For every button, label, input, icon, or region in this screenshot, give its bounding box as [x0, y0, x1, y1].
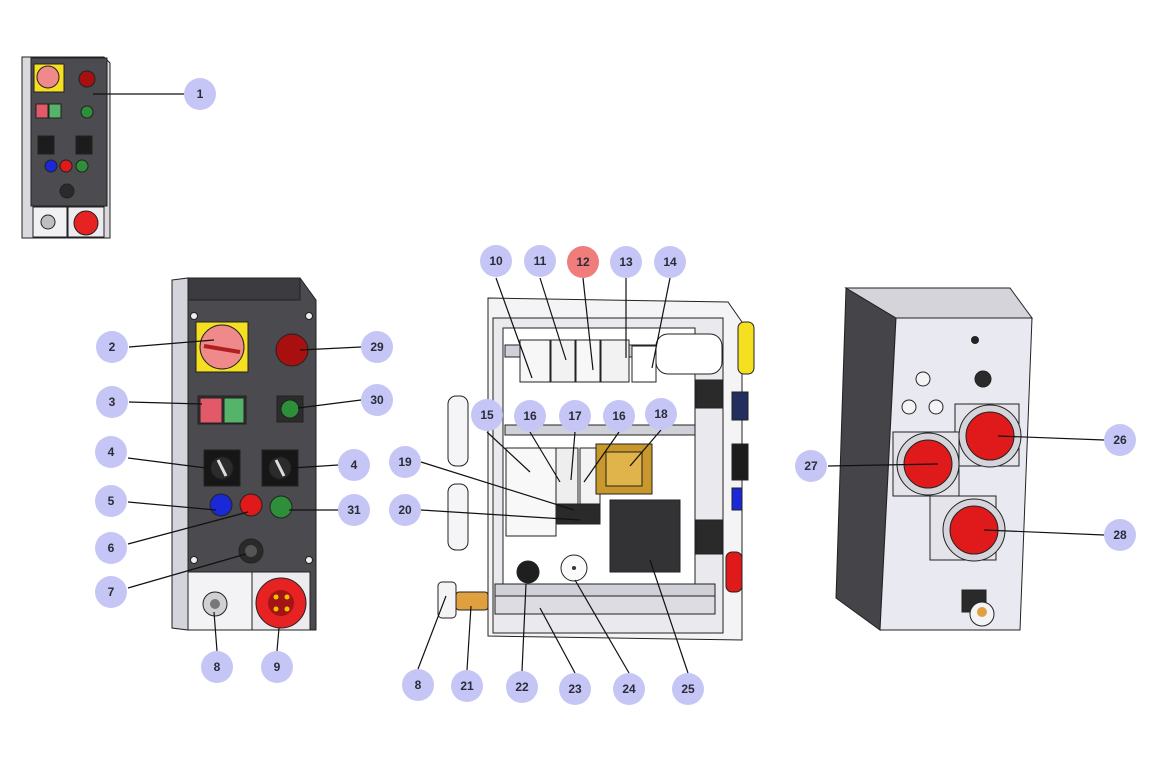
callout-20-label: 20 — [398, 503, 412, 517]
callout-29-label: 29 — [370, 340, 384, 354]
callout-16-left-label: 16 — [523, 409, 537, 423]
callout-15: 15 — [471, 399, 503, 431]
rear-socket-26 — [965, 411, 1015, 461]
callout-19: 19 — [389, 446, 421, 478]
callout-25: 25 — [672, 673, 704, 705]
callout-13-label: 13 — [619, 255, 633, 269]
contactor-15 — [505, 447, 557, 537]
rear-panel-view — [835, 287, 1033, 631]
power-supply-block — [609, 499, 681, 573]
leader-lines — [93, 93, 1105, 674]
callout-11-label: 11 — [534, 254, 547, 268]
callout-27-label: 27 — [804, 459, 818, 473]
callout-5-label: 5 — [108, 494, 115, 508]
callout-12-label: 12 — [576, 255, 590, 269]
blue-push-button — [209, 493, 233, 517]
callout-10: 10 — [480, 245, 512, 277]
callout-22: 22 — [506, 671, 538, 703]
callout-2-label: 2 — [109, 340, 116, 354]
bottom-rail — [494, 595, 716, 615]
callout-24-label: 24 — [622, 682, 636, 696]
callout-9: 9 — [261, 651, 293, 683]
callout-13: 13 — [610, 246, 642, 278]
callout-4-left: 4 — [95, 436, 127, 468]
callout-16-right-label: 16 — [612, 409, 626, 423]
callout-7-label: 7 — [108, 585, 115, 599]
callout-16-left: 16 — [514, 400, 546, 432]
callout-11: 11 — [524, 245, 556, 277]
green-indicator-lamp — [280, 399, 300, 419]
callout-4-right-label: 4 — [351, 458, 358, 472]
callout-16-right: 16 — [603, 400, 635, 432]
callout-19-label: 19 — [398, 455, 412, 469]
callout-24: 24 — [613, 673, 645, 705]
callout-5: 5 — [95, 485, 127, 517]
stop-button-pad — [199, 397, 223, 424]
selector-switch-left — [203, 449, 241, 487]
callout-14-label: 14 — [663, 255, 677, 269]
callout-26: 26 — [1104, 424, 1136, 456]
circuit-breaker-10 — [519, 339, 551, 383]
callout-23: 23 — [559, 673, 591, 705]
callout-18-label: 18 — [654, 407, 668, 421]
circuit-breaker-14 — [631, 345, 657, 383]
red-push-button — [239, 493, 263, 517]
callout-2: 2 — [96, 331, 128, 363]
front-panel-view — [171, 277, 317, 631]
callout-4-left-label: 4 — [108, 445, 115, 459]
callout-28-label: 28 — [1113, 528, 1127, 542]
callout-21-label: 21 — [460, 679, 474, 693]
callout-6: 6 — [95, 532, 127, 564]
callout-1: 1 — [184, 78, 216, 110]
callout-29: 29 — [361, 331, 393, 363]
callout-3-label: 3 — [109, 395, 116, 409]
callout-6-label: 6 — [108, 541, 115, 555]
callout-22-label: 22 — [515, 680, 529, 694]
callout-15-label: 15 — [480, 408, 494, 422]
callout-28: 28 — [1104, 519, 1136, 551]
callout-31-label: 31 — [347, 503, 361, 517]
overview-red-lamp — [78, 70, 96, 88]
callout-8-interior: 8 — [402, 669, 434, 701]
callout-9-label: 9 — [274, 660, 281, 674]
circuit-breaker-13 — [600, 339, 630, 383]
interior-view — [437, 297, 755, 641]
callout-1-label: 1 — [197, 87, 204, 101]
overview-panel — [21, 56, 111, 239]
callout-8-front-label: 8 — [214, 660, 221, 674]
callout-25-label: 25 — [681, 682, 695, 696]
green-push-button — [269, 495, 293, 519]
callout-10-label: 10 — [489, 254, 503, 268]
callout-31: 31 — [338, 494, 370, 526]
callout-7: 7 — [95, 576, 127, 608]
callout-4-right: 4 — [338, 449, 370, 481]
circuit-breaker-11 — [550, 339, 576, 383]
callout-8-front: 8 — [201, 651, 233, 683]
callout-21: 21 — [451, 670, 483, 702]
pressure-switch — [516, 560, 540, 584]
callout-14: 14 — [654, 246, 686, 278]
callout-12: 12 — [567, 246, 599, 278]
callout-30-label: 30 — [370, 393, 384, 407]
callout-17: 17 — [559, 400, 591, 432]
callout-17-label: 17 — [568, 409, 582, 423]
start-button-pad — [223, 397, 245, 424]
callout-27: 27 — [795, 450, 827, 482]
callout-26-label: 26 — [1113, 433, 1127, 447]
circuit-breaker-12 — [575, 339, 601, 383]
callouts: 1 2 3 4 4 5 6 7 8 9 29 30 31 10 11 12 13… — [93, 78, 1136, 705]
callout-8-interior-label: 8 — [415, 678, 422, 692]
brass-fitting — [455, 591, 489, 611]
callout-20: 20 — [389, 494, 421, 526]
callout-3: 3 — [96, 386, 128, 418]
callout-30: 30 — [361, 384, 393, 416]
callout-18: 18 — [645, 398, 677, 430]
callout-23-label: 23 — [568, 682, 582, 696]
